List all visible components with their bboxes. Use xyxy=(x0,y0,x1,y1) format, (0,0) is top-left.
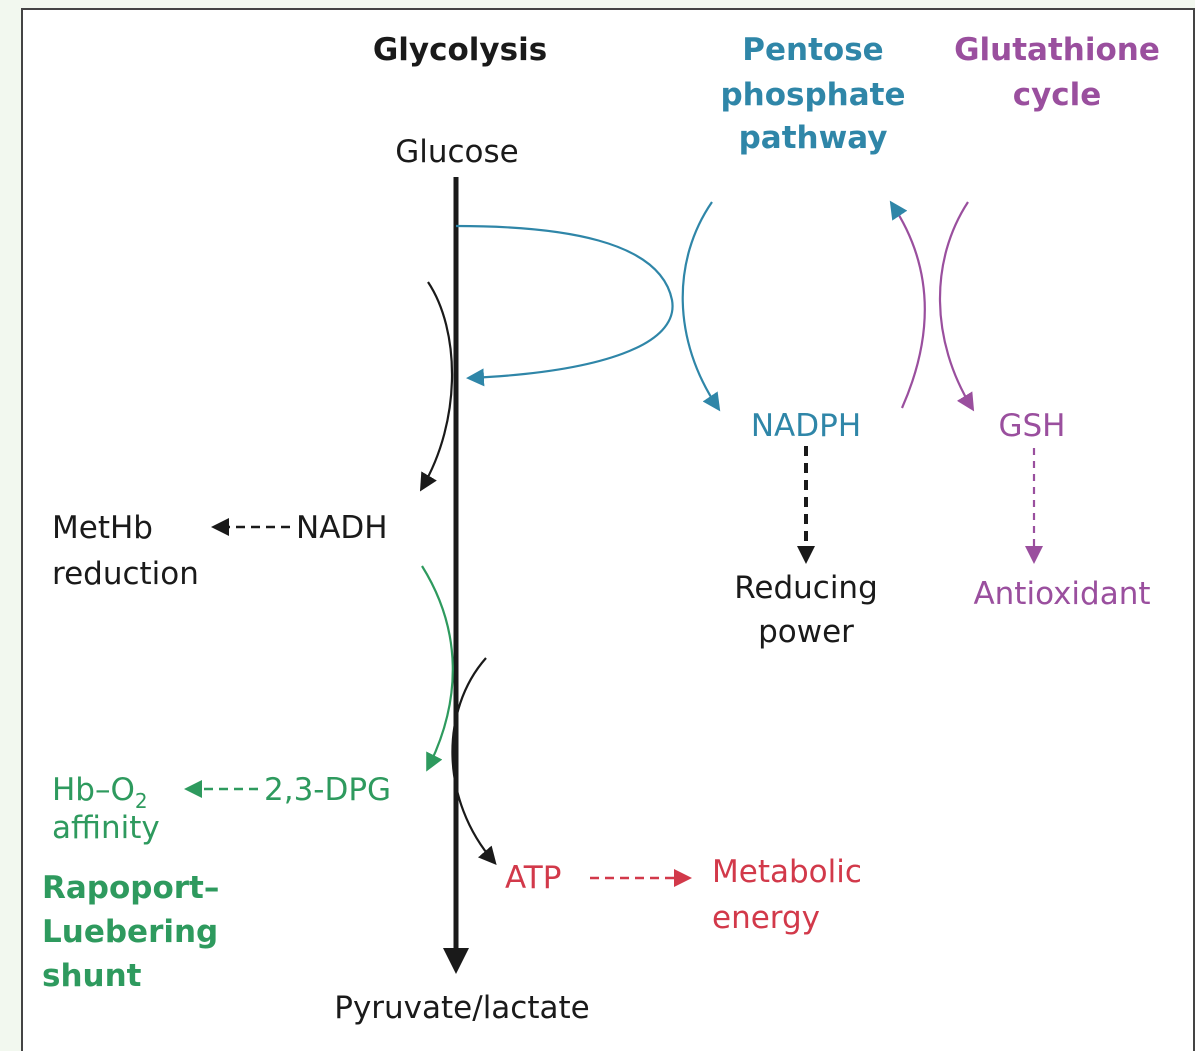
pentose-line-3: pathway xyxy=(739,120,888,156)
glucose-label: Glucose xyxy=(395,134,519,170)
nadh-branch-arc xyxy=(419,281,454,492)
reducing-power-label: Reducing power xyxy=(734,570,878,650)
gsh-label: GSH xyxy=(998,408,1065,444)
atp-label: ATP xyxy=(505,860,561,896)
dpg-label: 2,3-DPG xyxy=(264,772,391,808)
hbo2-line-2: affinity xyxy=(52,810,160,846)
methb-line-2: reduction xyxy=(52,556,199,592)
nadph-label: NADPH xyxy=(751,408,861,444)
nadh-label: NADH xyxy=(296,510,388,546)
glutathione-to-gsh-arc xyxy=(938,201,975,412)
pentose-header: Pentose phosphate pathway xyxy=(720,32,905,156)
metabolic-line-2: energy xyxy=(712,900,820,936)
atp-branch-arc xyxy=(451,657,497,866)
rapoport-line-2: Luebering xyxy=(42,914,218,950)
rapoport-luebering-label: Rapoport– Luebering shunt xyxy=(42,870,219,994)
glutathione-header: Glutathione cycle xyxy=(954,32,1160,113)
reducing-line-2: power xyxy=(758,614,854,650)
methb-reduction-label: MetHb reduction xyxy=(52,510,199,592)
hbo2-affinity-label: Hb–O2 affinity xyxy=(52,772,160,846)
nadph-to-glutathione-coupling-arc xyxy=(889,200,926,409)
pentose-line-2: phosphate xyxy=(720,77,905,113)
metabolic-energy-label: Metabolic energy xyxy=(712,854,862,936)
rapoport-line-1: Rapoport– xyxy=(42,870,219,906)
glutathione-line-1: Glutathione xyxy=(954,32,1160,68)
pyruvate-lactate-label: Pyruvate/lactate xyxy=(334,990,589,1026)
reducing-line-1: Reducing xyxy=(734,570,878,606)
pentose-line-1: Pentose xyxy=(742,32,883,68)
glutathione-line-2: cycle xyxy=(1013,77,1102,113)
metabolic-line-1: Metabolic xyxy=(712,854,862,890)
antioxidant-label: Antioxidant xyxy=(973,576,1150,612)
glycolysis-header: Glycolysis xyxy=(373,32,547,68)
pentose-shunt-loop-arrow xyxy=(455,224,674,387)
dpg-branch-arc xyxy=(421,565,454,772)
rapoport-line-3: shunt xyxy=(42,958,142,994)
pentose-to-nadph-arc xyxy=(681,201,721,412)
methb-line-1: MetHb xyxy=(52,510,153,546)
hbo2-line-1: Hb–O2 xyxy=(52,772,148,813)
